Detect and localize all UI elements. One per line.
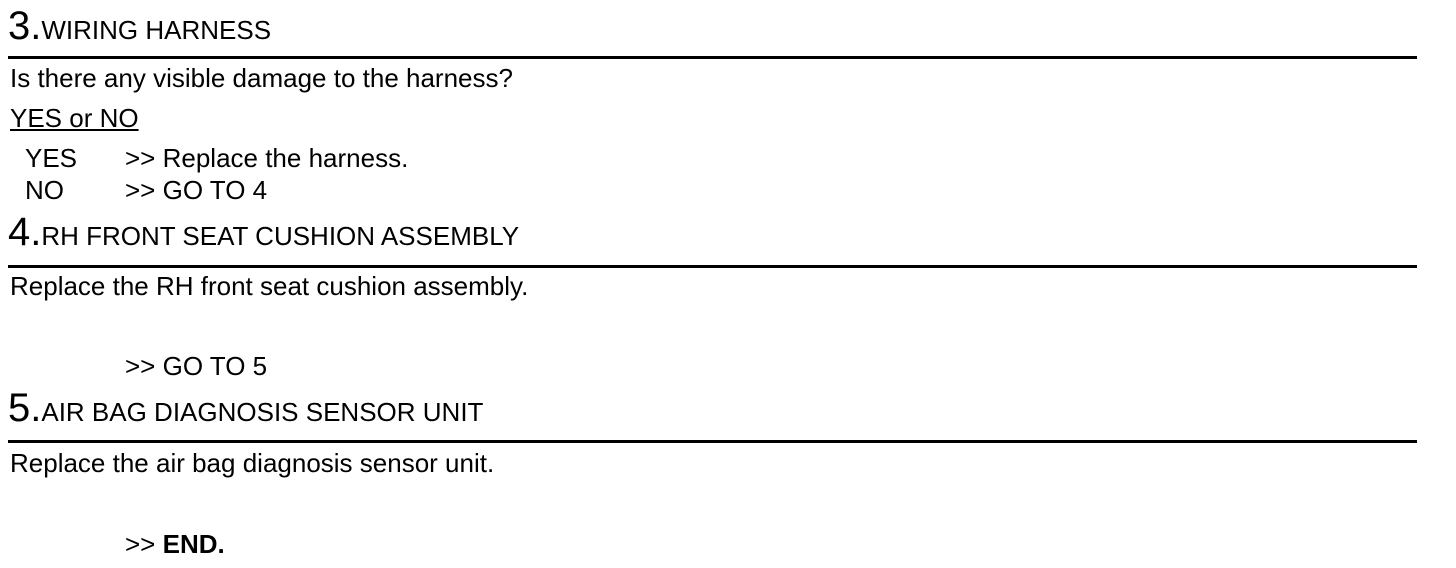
step-5-heading: 5.AIR BAG DIAGNOSIS SENSOR UNIT (8, 388, 483, 428)
step-4-number: 4. (8, 210, 42, 254)
step-3-question: Is there any visible damage to the harne… (10, 63, 513, 93)
step-3-number: 3. (8, 4, 42, 48)
step-4-heading: 4.RH FRONT SEAT CUSHION ASSEMBLY (8, 212, 519, 252)
step-3-answer-no-action: >> GO TO 4 (125, 175, 268, 205)
step-5-next: >> END. (125, 531, 225, 557)
step-3-answer-prompt: YES or NO (10, 103, 139, 133)
step-3-heading: 3.WIRING HARNESS (8, 6, 271, 46)
step-4-next-target: GO TO 5 (162, 351, 268, 381)
step-3-answer-no-label: NO (25, 175, 64, 205)
step-3-divider (8, 56, 1417, 59)
step-3-answer-yes-label: YES (25, 143, 78, 173)
step-5-next-prefix: >> (125, 529, 156, 559)
step-5-title: AIR BAG DIAGNOSIS SENSOR UNIT (41, 397, 484, 427)
step-5-instruction: Replace the air bag diagnosis sensor uni… (10, 448, 495, 478)
step-4-next: >> GO TO 5 (125, 353, 267, 379)
step-5-divider (8, 440, 1417, 443)
step-4-divider (8, 265, 1417, 268)
step-4-next-prefix: >> (125, 351, 156, 381)
step-4-instruction: Replace the RH front seat cushion assemb… (10, 271, 529, 301)
step-4-title: RH FRONT SEAT CUSHION ASSEMBLY (41, 221, 520, 251)
step-3-answer-yes-action: >> Replace the harness. (125, 143, 409, 173)
step-5-next-target: END. (162, 529, 225, 559)
step-5-number: 5. (8, 386, 42, 430)
step-3-title: WIRING HARNESS (41, 15, 272, 45)
